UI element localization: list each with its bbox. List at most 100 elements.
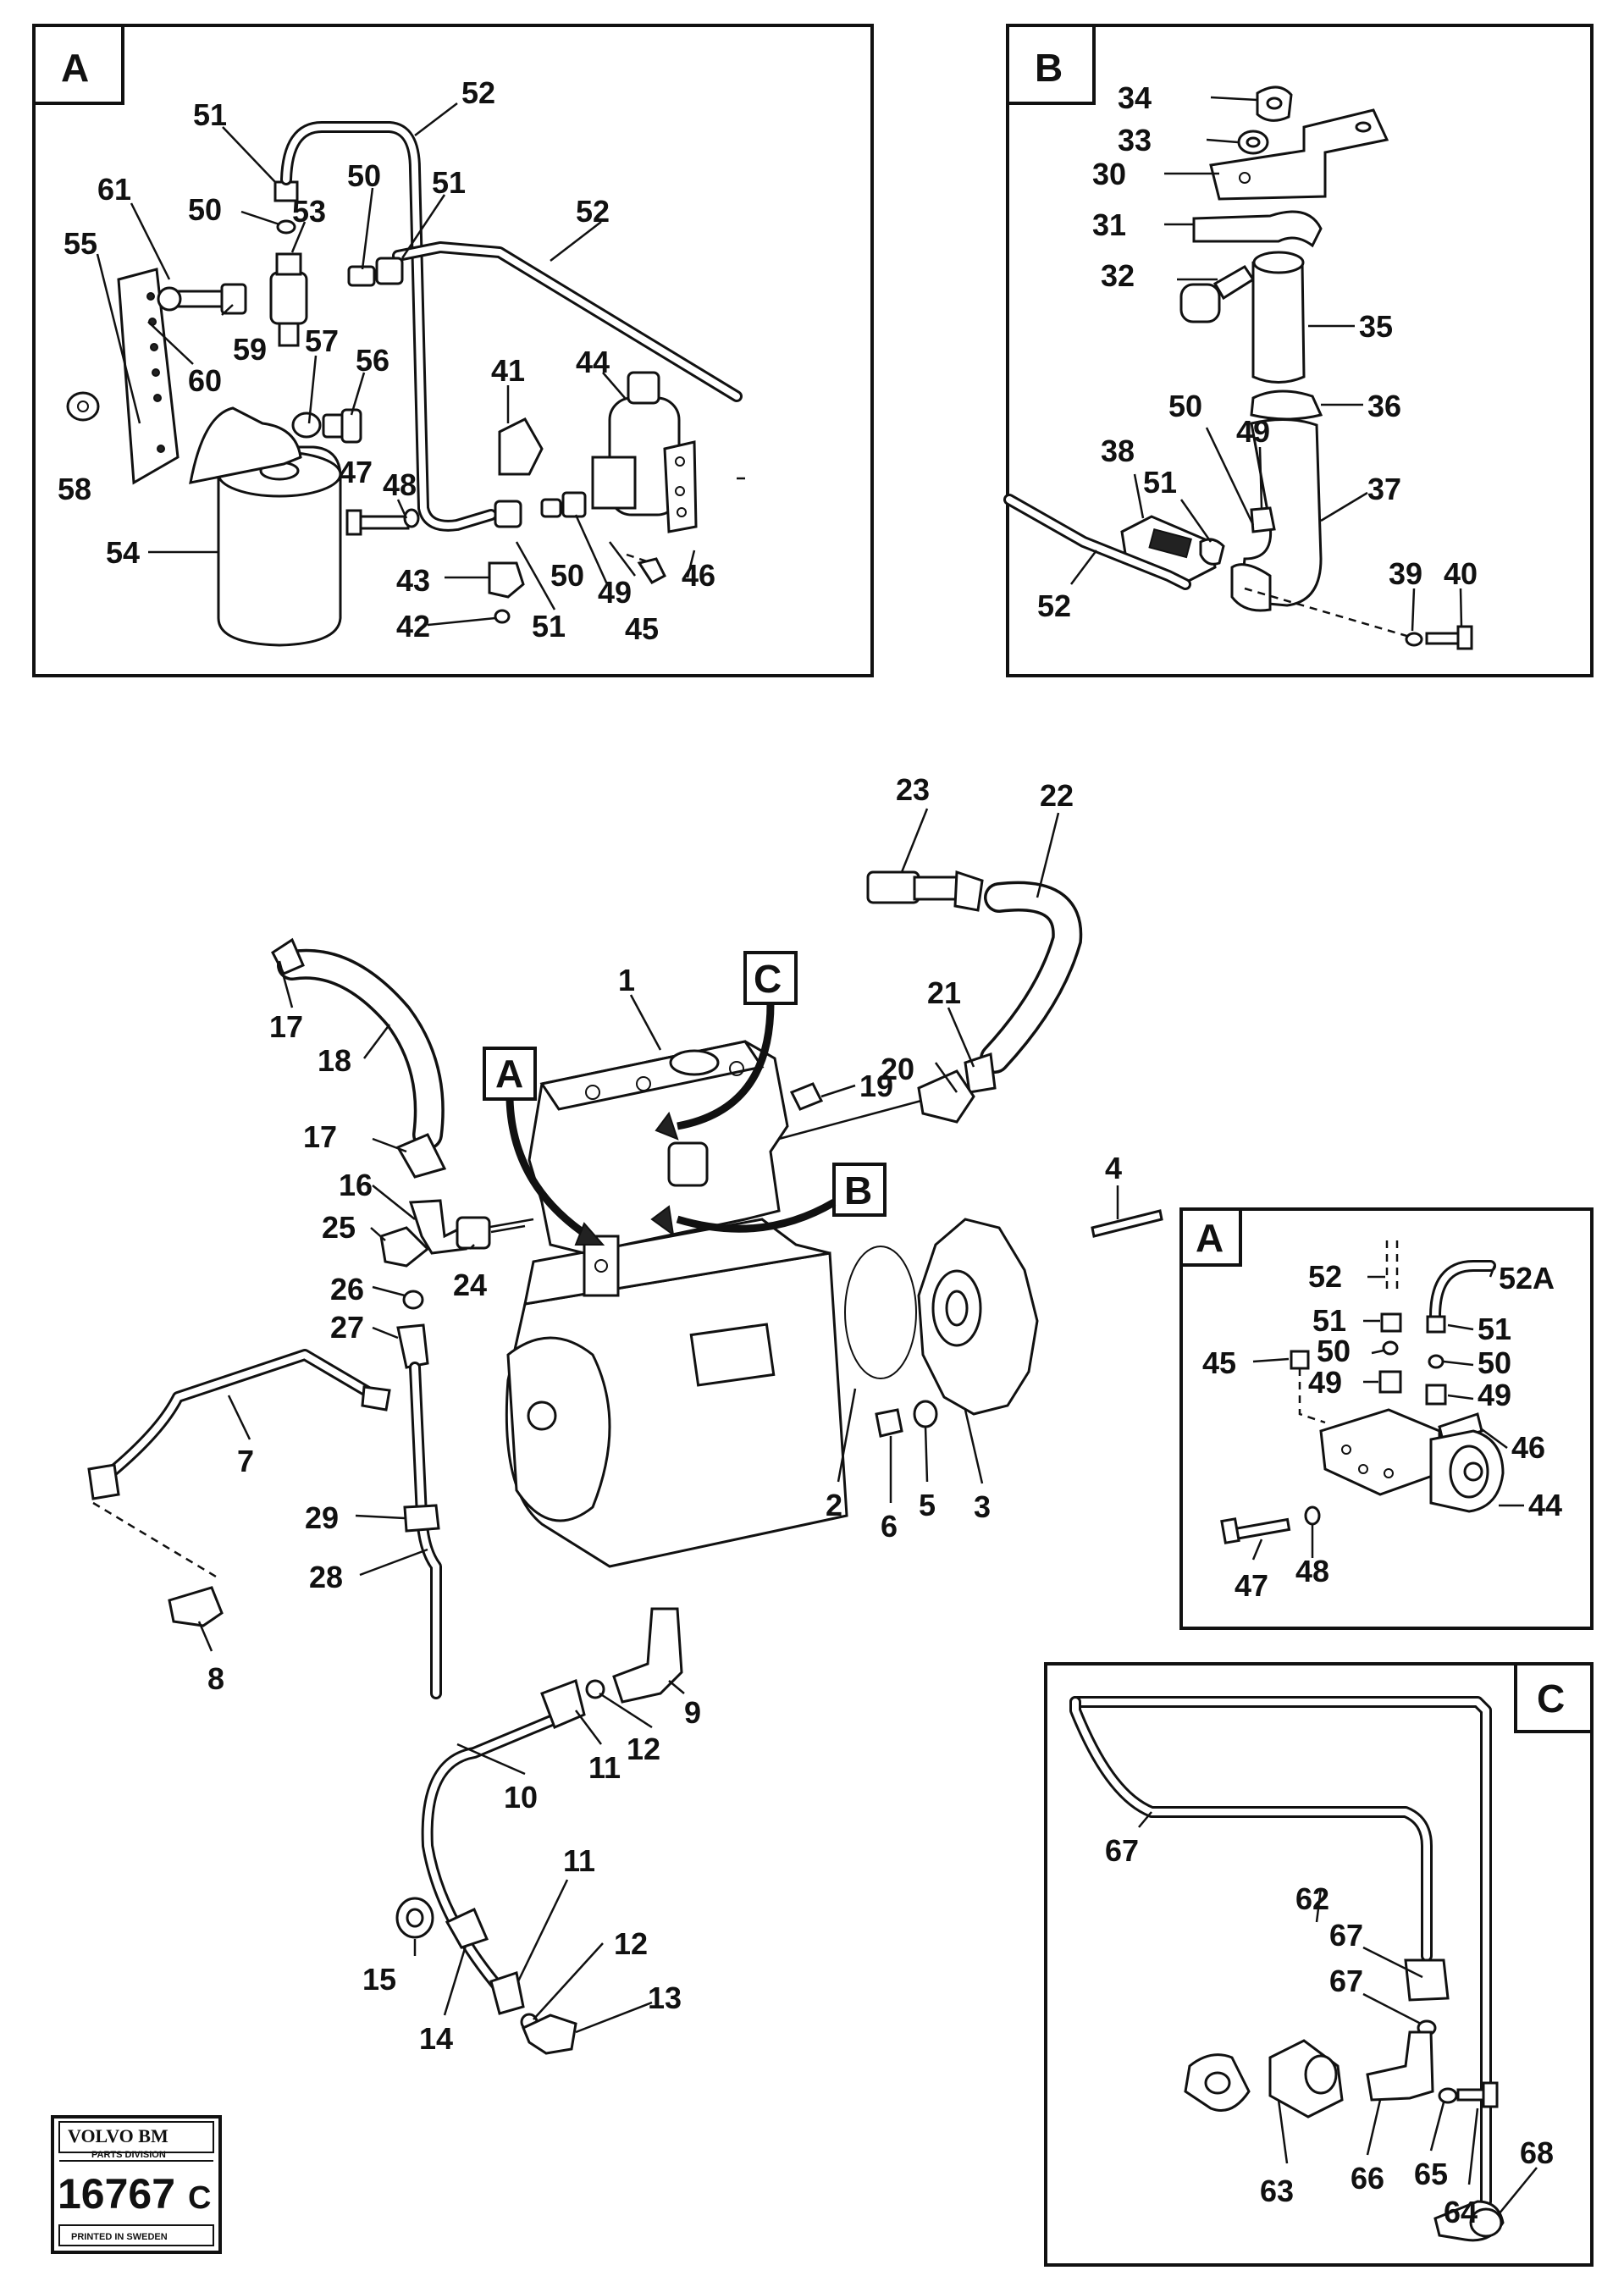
callout: 55	[64, 226, 97, 261]
callout: 33	[1118, 123, 1152, 157]
callout: 51	[1478, 1312, 1511, 1346]
union-27	[396, 1323, 429, 1369]
callout: 51	[432, 165, 466, 200]
logo-division: PARTS DIVISION	[91, 2150, 166, 2160]
detail-c-frame	[1044, 1662, 1594, 2267]
callout: 37	[1367, 472, 1401, 506]
detail-a2-tag: A	[1196, 1216, 1224, 1260]
nut-6	[875, 1408, 903, 1438]
elbow-41	[498, 417, 544, 476]
union-24	[456, 1216, 491, 1250]
callout: 52	[1037, 588, 1071, 623]
detail-a-tag: A	[61, 46, 89, 90]
callout: 10	[504, 1780, 538, 1815]
screw-47	[354, 515, 410, 530]
tag-b-label: B	[844, 1168, 872, 1213]
detail-a2-tag-box	[1179, 1207, 1242, 1267]
callout: 67	[1105, 1833, 1139, 1868]
callout: 46	[682, 558, 715, 593]
callout: 64	[1444, 2195, 1478, 2229]
callout: 47	[1235, 1568, 1268, 1603]
callout: 31	[1092, 207, 1126, 242]
callout: 50	[1168, 389, 1202, 423]
callout: 1	[618, 963, 635, 997]
washer-48b	[1304, 1505, 1321, 1526]
detail-b-tag-box	[1006, 24, 1096, 105]
elbow-13	[522, 2014, 577, 2055]
clamp-31	[1192, 210, 1323, 248]
callout: 51	[1312, 1303, 1346, 1338]
washer-42	[494, 609, 511, 624]
callout: 2	[826, 1488, 842, 1522]
nut-67	[1404, 1958, 1450, 2002]
detail-a-tag-box	[32, 24, 124, 105]
nipple-23	[866, 870, 920, 904]
callout: 51	[532, 609, 566, 644]
callout: 26	[330, 1272, 364, 1306]
callout: 44	[1528, 1488, 1562, 1522]
union-51e	[1426, 1315, 1446, 1334]
washer-65	[1438, 2087, 1458, 2104]
stud-4	[1091, 1209, 1163, 1238]
callout: 61	[97, 172, 131, 207]
callout: 13	[648, 1980, 682, 2015]
callout: 50	[1317, 1334, 1351, 1368]
detail-b-tag: B	[1035, 46, 1063, 90]
washer-39	[1405, 632, 1423, 647]
mounting-bracket	[117, 268, 180, 485]
callout: 8	[207, 1661, 224, 1696]
callout: 52	[461, 75, 495, 110]
callout: 67	[1329, 1918, 1363, 1953]
detail-a2-frame	[1179, 1207, 1594, 1630]
detail-a-frame	[32, 24, 874, 677]
callout: 49	[1308, 1365, 1342, 1400]
callout: 49	[598, 575, 632, 610]
callout: 32	[1101, 258, 1135, 293]
callout: 28	[309, 1560, 343, 1594]
washer-50	[276, 219, 296, 235]
logo-brand: VOLVO BM	[68, 2125, 168, 2146]
nut-58	[66, 391, 100, 422]
nipple-49b	[1425, 1384, 1447, 1406]
washer-50b	[347, 265, 376, 287]
elbow-20	[917, 1069, 975, 1124]
logo-suffix: C	[188, 2180, 211, 2216]
callout: 67	[1329, 1964, 1363, 1998]
callout: 60	[188, 363, 222, 398]
bolt-32	[1212, 265, 1256, 301]
tag-a-label: A	[495, 1052, 523, 1096]
callout: 52	[1308, 1259, 1342, 1294]
callout: 45	[1202, 1345, 1236, 1380]
detail-c-tag: C	[1537, 1677, 1565, 1721]
tag-c-label: C	[754, 957, 782, 1001]
callout: 15	[362, 1962, 396, 1997]
callout: 29	[305, 1500, 339, 1535]
detail-a-top: A	[32, 24, 874, 677]
callout: 65	[1414, 2157, 1448, 2191]
union-11b	[489, 1971, 525, 2015]
callout: 4	[1105, 1151, 1122, 1185]
callout: 5	[919, 1488, 936, 1522]
callout: 59	[233, 332, 267, 367]
valve-body-44	[1319, 1408, 1441, 1496]
callout: 41	[491, 353, 525, 388]
union-51c	[1199, 538, 1225, 566]
callout: 57	[305, 323, 339, 358]
callout: 18	[318, 1043, 351, 1078]
callout: 44	[576, 345, 610, 379]
callout: 11	[563, 1843, 595, 1878]
callout: 51	[1143, 465, 1177, 500]
plug-45	[1290, 1350, 1310, 1370]
plug-19	[789, 1082, 824, 1111]
callout: 50	[1478, 1345, 1511, 1380]
callout: 50	[550, 558, 584, 593]
callout: 11	[588, 1750, 621, 1785]
nipple-49a	[1378, 1370, 1402, 1394]
screw-47b	[1234, 1517, 1291, 1540]
detail-b-frame	[1006, 24, 1594, 677]
fitting-25	[379, 1226, 430, 1268]
callout: 24	[453, 1268, 487, 1302]
volvo-bm-reference-box: VOLVO BM PARTS DIVISION 16767 C PRINTED …	[51, 2115, 222, 2254]
callout: 9	[684, 1695, 701, 1730]
